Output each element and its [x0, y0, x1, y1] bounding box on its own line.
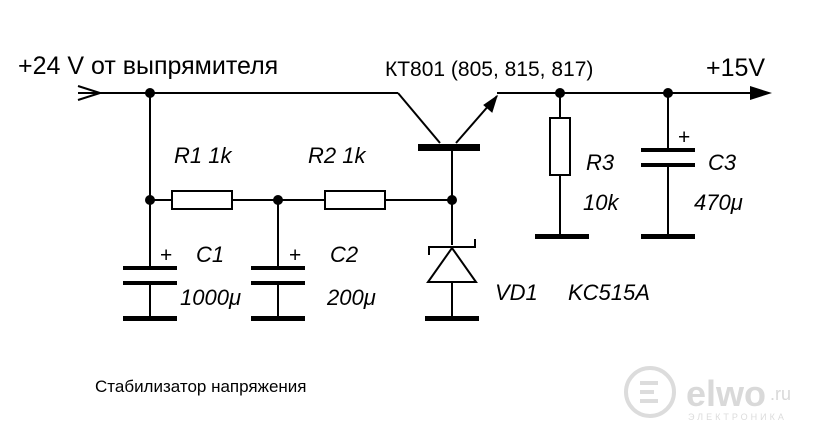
transistor-label: КТ801 (805, 815, 817) — [385, 58, 593, 81]
c2-label: C2 — [330, 242, 358, 267]
watermark-text: elwo — [686, 373, 766, 414]
watermark-subtitle: ЭЛЕКТРОНИКА — [688, 412, 787, 422]
r3-value: 10k — [583, 190, 619, 215]
input-terminal-arrow — [77, 85, 104, 101]
c1-label: C1 — [196, 242, 224, 267]
capacitor-c3 — [641, 148, 695, 167]
c2-plus: + — [289, 244, 301, 267]
watermark-suffix: .ru — [770, 384, 791, 404]
output-label: +15V — [706, 54, 765, 82]
r2-label: R2 1k — [308, 143, 366, 168]
c3-plus: + — [678, 126, 690, 149]
ground-bars — [123, 234, 695, 321]
watermark-logo-icon — [624, 366, 676, 418]
c1-plus: + — [160, 244, 172, 267]
resistor-r3 — [549, 117, 571, 176]
c3-value: 470μ — [694, 190, 743, 215]
resistor-r2 — [324, 190, 386, 210]
r3-label: R3 — [586, 150, 615, 175]
capacitor-c2 — [251, 266, 305, 285]
output-terminal-arrow — [750, 86, 772, 100]
junction-dots — [145, 88, 673, 205]
capacitor-c1 — [123, 266, 177, 285]
emitter-arrow — [483, 94, 498, 113]
watermark: elwo .ru ЭЛЕКТРОНИКА — [624, 366, 791, 422]
vd1-type: KC515A — [568, 280, 650, 305]
c2-value: 200μ — [326, 285, 376, 310]
zener-diode-vd1 — [426, 239, 478, 283]
vd1-label: VD1 — [495, 280, 538, 305]
resistor-r1 — [171, 190, 233, 210]
c3-label: C3 — [708, 150, 737, 175]
r1-label: R1 1k — [174, 143, 232, 168]
transistor-base-bar — [418, 144, 480, 151]
c1-value: 1000μ — [180, 285, 241, 310]
input-label: +24 V от выпрямителя — [18, 52, 278, 80]
wires — [78, 92, 750, 318]
caption: Стабилизатор напряжения — [95, 377, 307, 396]
